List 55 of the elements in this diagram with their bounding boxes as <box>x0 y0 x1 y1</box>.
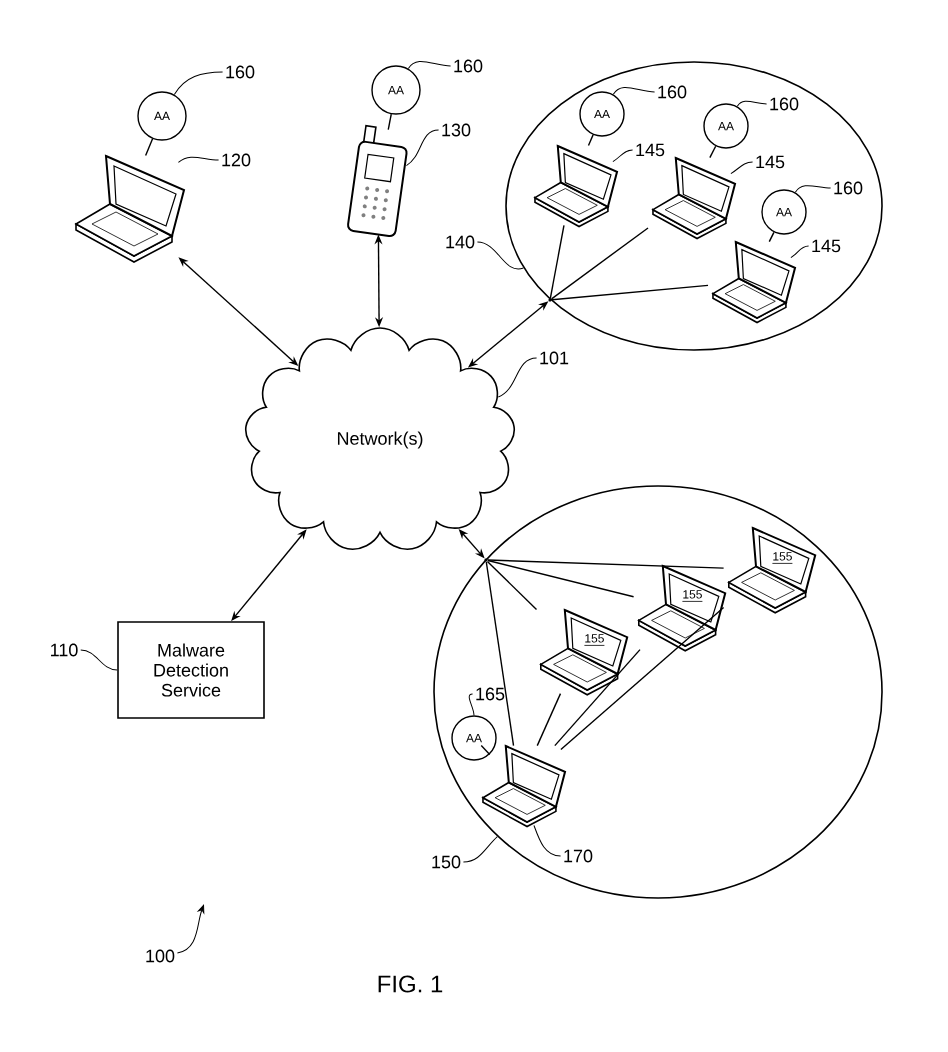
reference-numeral: 145 <box>756 155 785 169</box>
reference-numeral: 160 <box>834 181 863 195</box>
reference-numeral: 101 <box>540 351 569 365</box>
reference-numeral: 150 <box>432 855 461 869</box>
reference-numeral: 140 <box>446 235 475 249</box>
leader-line <box>497 357 538 398</box>
connection-line <box>587 134 594 147</box>
connection-line <box>144 138 154 157</box>
leader-line <box>790 245 810 259</box>
leader-line <box>612 87 656 95</box>
reference-numeral: 145 <box>636 143 665 157</box>
connection-line <box>487 559 725 569</box>
leader-line <box>176 904 205 954</box>
leader-line <box>468 693 475 716</box>
leader-line <box>177 156 220 163</box>
leader-line <box>533 824 562 857</box>
connection-line <box>387 113 392 131</box>
reference-numeral: 160 <box>454 59 483 73</box>
connection-line <box>709 145 717 159</box>
leader-line <box>405 129 440 167</box>
reference-numeral: 160 <box>658 85 687 99</box>
leader-line <box>794 185 832 193</box>
connection-line <box>485 561 515 747</box>
connection-line <box>549 224 565 299</box>
network-cloud: Network(s) <box>244 327 516 550</box>
reference-numeral: 160 <box>226 65 255 79</box>
group-ellipse <box>433 485 883 899</box>
group-ellipse <box>505 61 883 351</box>
leader-line <box>612 149 634 163</box>
reference-numeral: 145 <box>812 239 841 253</box>
connection-line <box>554 648 641 747</box>
figure-caption: FIG. 1 <box>378 975 443 993</box>
reference-numeral: 160 <box>770 97 799 111</box>
leader-line <box>462 836 498 863</box>
connection-line <box>551 284 709 301</box>
leader-line <box>736 100 768 107</box>
connection-line <box>487 559 635 598</box>
connection-line <box>536 692 562 747</box>
reference-numeral: 165 <box>476 687 505 701</box>
leader-line <box>173 71 224 96</box>
leader-line <box>407 61 452 70</box>
reference-numeral: 100 <box>146 949 175 963</box>
reference-numeral: 120 <box>222 153 251 167</box>
connection-line <box>480 744 491 756</box>
leader-line <box>730 161 754 175</box>
connection-line <box>768 231 775 243</box>
reference-numeral: 170 <box>564 849 593 863</box>
reference-numeral: 130 <box>442 123 471 137</box>
connection-line <box>560 606 725 751</box>
leader-line <box>476 241 524 270</box>
connection-line <box>486 560 538 611</box>
phone-drawing <box>347 124 408 238</box>
reference-numeral: 110 <box>51 643 78 657</box>
service-box: Malware Detection Service <box>117 621 265 719</box>
leader-line <box>80 649 118 671</box>
